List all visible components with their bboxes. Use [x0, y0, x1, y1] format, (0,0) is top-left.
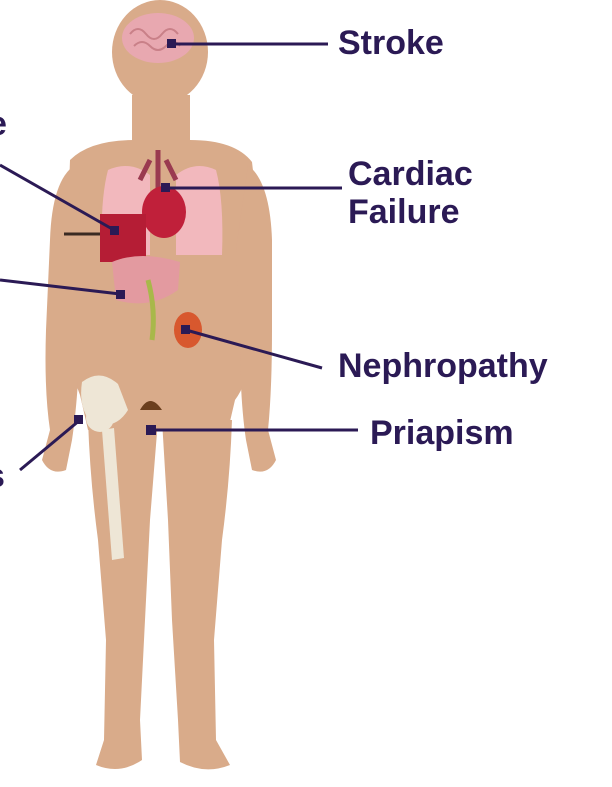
femur-head — [86, 404, 114, 432]
leg-left — [88, 420, 158, 769]
leg-right — [162, 420, 232, 769]
endpoint-left-middle — [116, 290, 125, 299]
endpoint-priapism — [146, 425, 156, 435]
label-cardiac-line2: Failure — [348, 193, 473, 231]
heart — [142, 186, 186, 238]
endpoint-stroke — [167, 39, 176, 48]
label-cardiac-line1: Cardiac — [348, 155, 473, 193]
label-stroke: Stroke — [338, 24, 444, 62]
label-cardiac-failure: Cardiac Failure — [348, 155, 473, 231]
endpoint-left-top — [110, 226, 119, 235]
label-nephropathy: Nephropathy — [338, 347, 548, 385]
label-cut-left-bottom: s — [0, 457, 5, 495]
arm-right — [236, 165, 276, 472]
neck — [132, 95, 190, 145]
body-silhouette — [42, 0, 276, 769]
label-cut-left-top: e — [0, 105, 7, 143]
endpoint-nephropathy — [181, 325, 190, 334]
endpoint-cardiac — [161, 183, 170, 192]
label-priapism: Priapism — [370, 414, 514, 452]
liver — [100, 214, 146, 262]
endpoint-left-bottom — [74, 415, 83, 424]
